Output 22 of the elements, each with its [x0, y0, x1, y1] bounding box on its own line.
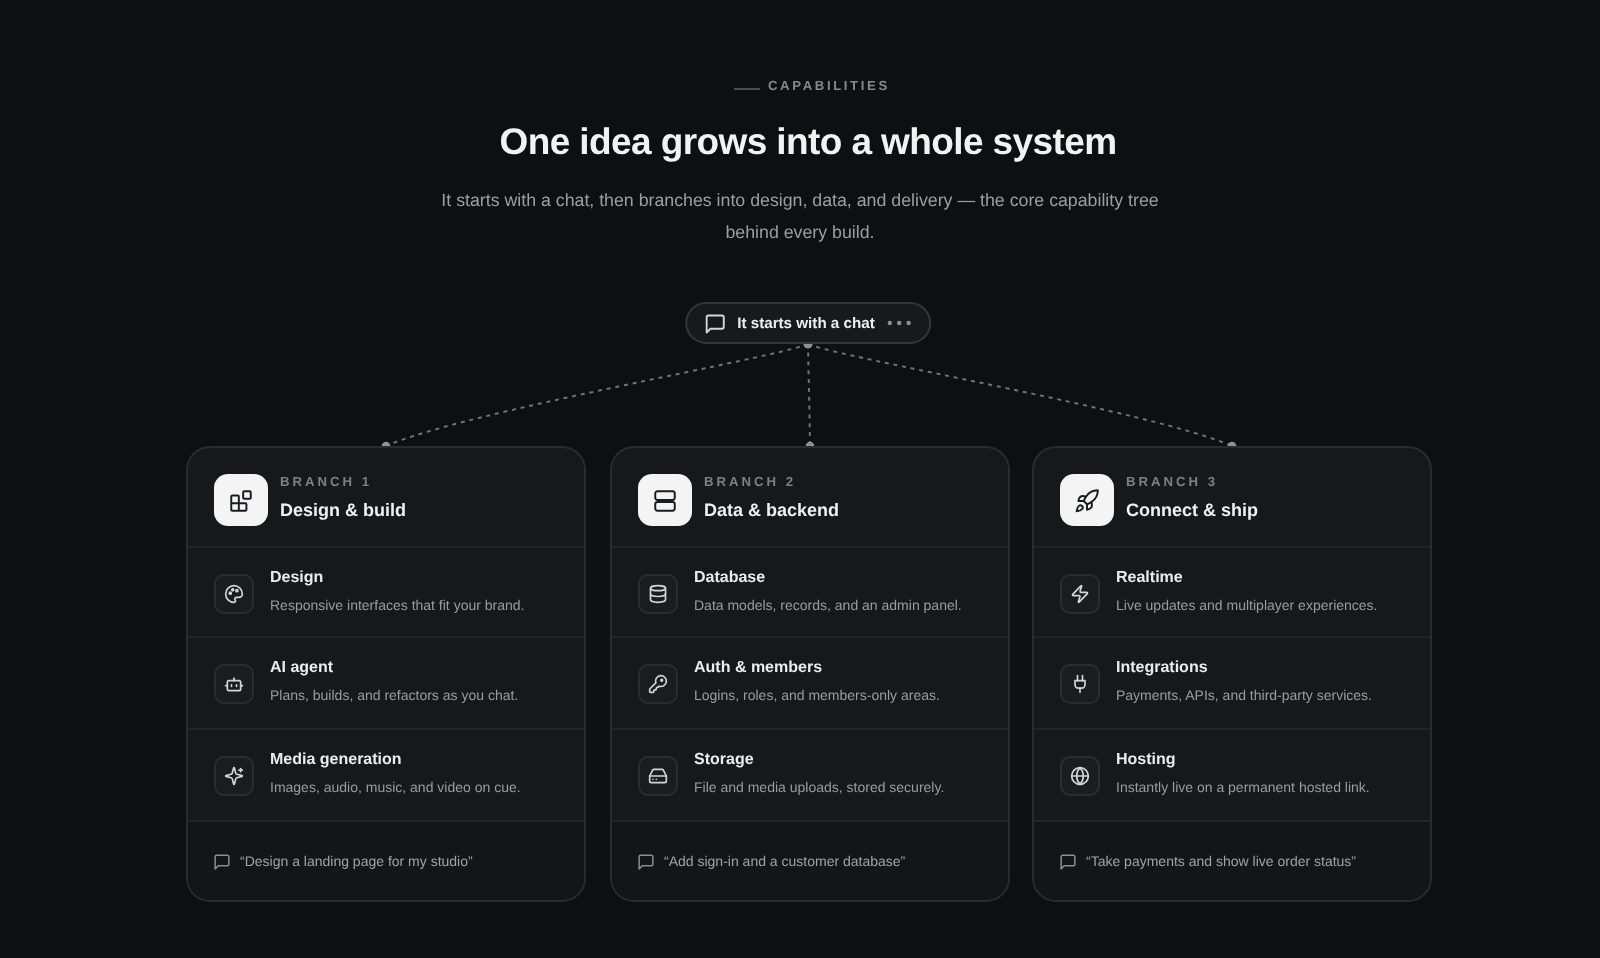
branch-title: Connect & ship [1126, 500, 1259, 522]
subtitle: It starts with a chat, then branches into design, data, and delivery — the core capability tree behind every build. [439, 188, 1161, 246]
branch-card [610, 446, 1010, 902]
connector-line [803, 339, 1237, 451]
capability-title: Hosting [1116, 750, 1176, 770]
capability-title: Storage [694, 750, 754, 770]
branch-title: Design & build [280, 500, 406, 522]
capability-title: AI agent [270, 658, 334, 678]
capability-title: Database [694, 568, 766, 588]
branch-card [1032, 446, 1432, 902]
branch-card [186, 446, 586, 902]
branch-title: Data & backend [704, 500, 840, 522]
chat-pill [685, 302, 931, 344]
heading: One idea grows into a whole system [499, 120, 1117, 164]
prompt-footer [188, 820, 584, 900]
prompt-footer [1034, 820, 1430, 900]
prompt-footer [612, 820, 1008, 900]
capability-title: Integrations [1116, 658, 1208, 678]
capability-title: Design [270, 568, 324, 588]
capability-title: Media generation [270, 750, 402, 770]
capability-title: Auth & members [694, 658, 823, 678]
capability-title: Realtime [1116, 568, 1183, 588]
